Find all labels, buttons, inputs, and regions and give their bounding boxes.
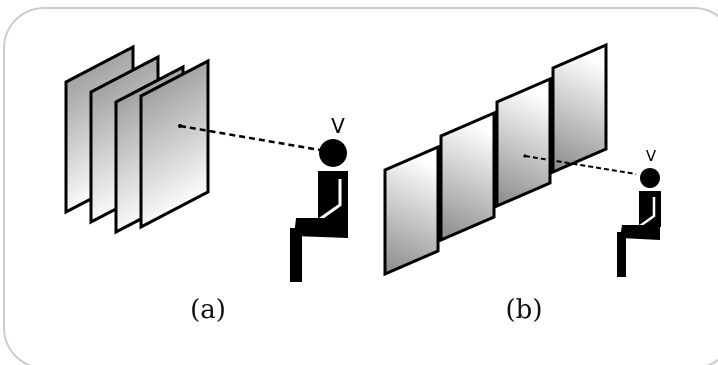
sight-line-b <box>524 155 637 175</box>
viewer-b: V <box>617 147 661 277</box>
viewer-shin-b <box>617 232 626 277</box>
viewer-shin-a <box>290 228 302 282</box>
panel-caption-a: (a) <box>190 295 226 325</box>
viewer-thigh-b <box>620 225 660 240</box>
plane-b-2 <box>439 110 496 243</box>
viewer-thigh-a <box>294 218 348 238</box>
viewer-head-a <box>319 139 347 167</box>
panel-caption-b: (b) <box>506 295 543 325</box>
plane-a-4 <box>139 58 210 230</box>
viewer-label-b: V <box>646 147 657 165</box>
viewer-a: V <box>290 114 348 282</box>
panel-b: V (b) <box>383 42 661 325</box>
sight-line-a <box>179 124 321 152</box>
focus-point-b <box>523 154 527 158</box>
panel-a: V (a) <box>64 44 348 325</box>
viewer-torso-a <box>318 171 348 221</box>
plane-b-3 <box>495 76 552 209</box>
viewer-torso-b <box>639 191 661 227</box>
viewer-label-a: V <box>331 114 345 138</box>
focus-point-a <box>178 124 182 128</box>
viewer-arm-a <box>319 179 342 221</box>
viewer-head-b <box>640 168 660 188</box>
plane-b-1 <box>383 144 440 277</box>
plane-b-4 <box>551 42 608 175</box>
outer-frame <box>3 7 718 365</box>
viewer-arm-b <box>639 197 656 228</box>
